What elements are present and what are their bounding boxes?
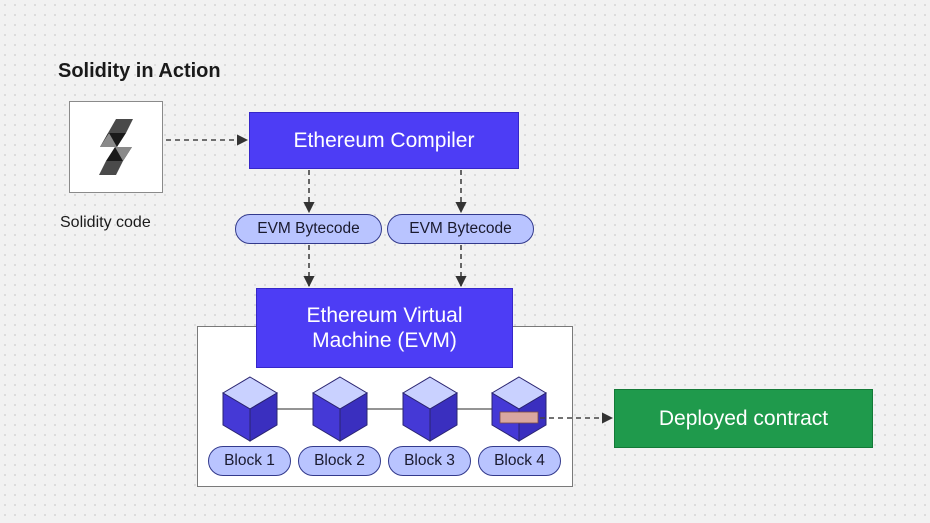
solidity-logo-icon (99, 119, 133, 175)
block-label-1: Block 1 (208, 446, 291, 476)
evm-bytecode-pill-2: EVM Bytecode (387, 214, 534, 244)
block-cube-icon-4 (491, 376, 547, 442)
contract-marker (499, 411, 539, 424)
page-title: Solidity in Action (58, 60, 221, 82)
evm-bytecode-pill-1: EVM Bytecode (235, 214, 382, 244)
block-cube-icon-3 (402, 376, 458, 442)
block-label-2: Block 2 (298, 446, 381, 476)
evm-box: Ethereum Virtual Machine (EVM) (256, 288, 513, 368)
block-label-3: Block 3 (388, 446, 471, 476)
ethereum-compiler-box: Ethereum Compiler (249, 112, 519, 169)
block-cube-icon-2 (312, 376, 368, 442)
solidity-code-card (69, 101, 163, 193)
block-label-4: Block 4 (478, 446, 561, 476)
block-cube-icon-1 (222, 376, 278, 442)
solidity-code-caption: Solidity code (60, 214, 151, 231)
deployed-contract-box: Deployed contract (614, 389, 873, 448)
